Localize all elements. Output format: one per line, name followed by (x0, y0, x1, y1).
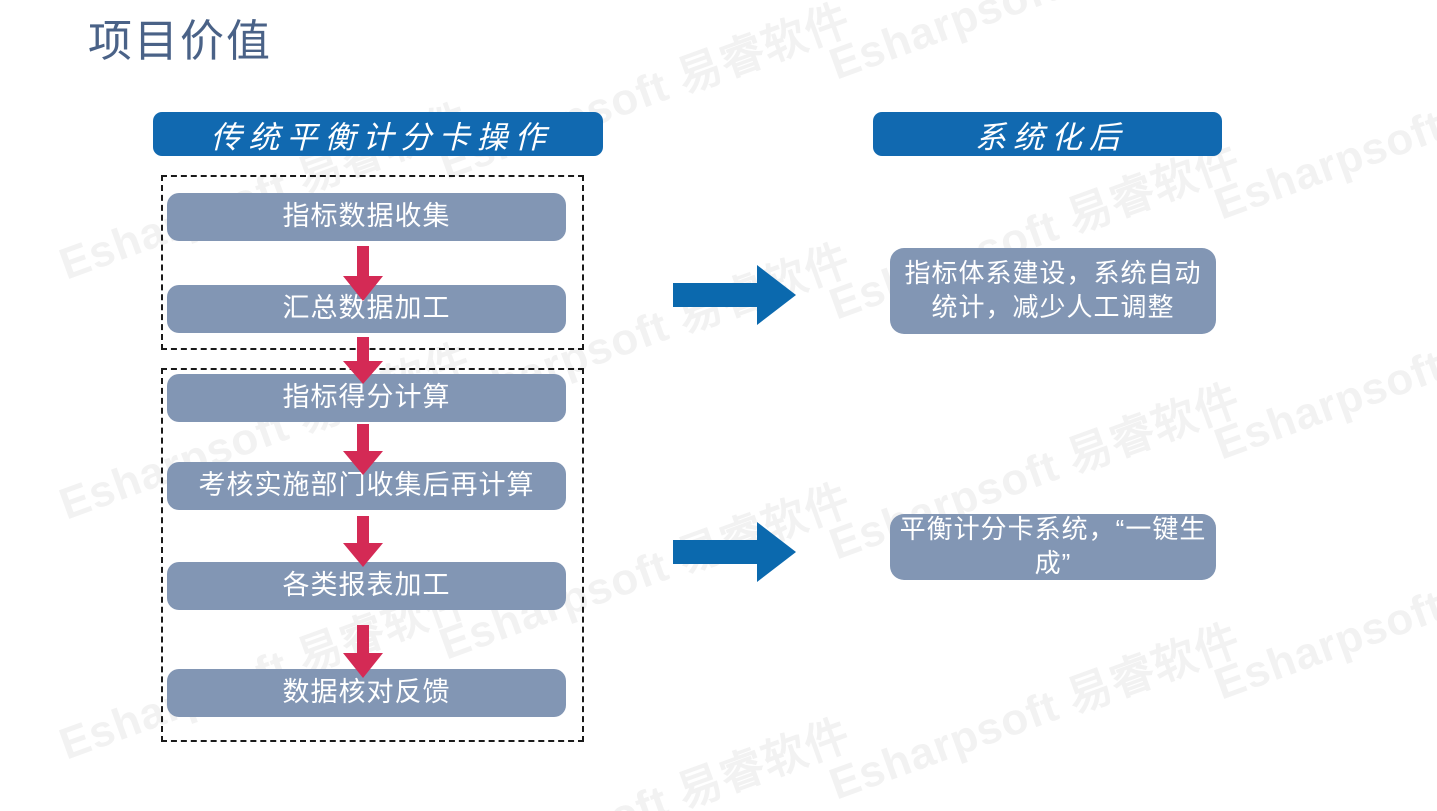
watermark-text: Esharpsoft 易睿软件 (823, 615, 1247, 810)
column-header-systemized: 系统化后 (873, 112, 1222, 156)
process-box-step-4[interactable]: 考核实施部门收集后再计算 (167, 462, 566, 510)
process-box-step-1[interactable]: 指标数据收集 (167, 193, 566, 241)
column-header-traditional: 传统平衡计分卡操作 (153, 112, 603, 156)
arrow-right-icon (673, 265, 796, 325)
outcome-box-1[interactable]: 指标体系建设，系统自动统计，减少人工调整 (890, 248, 1216, 334)
outcome-box-2[interactable]: 平衡计分卡系统，“一键生成” (890, 514, 1216, 580)
watermark-text: Esharpsoft 易睿软件 (1208, 35, 1437, 230)
watermark-text: Esharpsoft 易睿软件 (1208, 275, 1437, 470)
process-box-step-6[interactable]: 数据核对反馈 (167, 669, 566, 717)
arrow-right-icon (673, 522, 796, 582)
watermark-text: Esharpsoft 易睿软件 (1208, 515, 1437, 710)
process-box-step-3[interactable]: 指标得分计算 (167, 374, 566, 422)
process-box-step-5[interactable]: 各类报表加工 (167, 562, 566, 610)
watermark-text: Esharpsoft 易睿软件 (433, 0, 857, 190)
watermark-text: Esharpsoft 易睿软件 (819, 0, 1248, 92)
page-title: 项目价值 (88, 17, 272, 66)
process-box-step-2[interactable]: 汇总数据加工 (167, 285, 566, 333)
